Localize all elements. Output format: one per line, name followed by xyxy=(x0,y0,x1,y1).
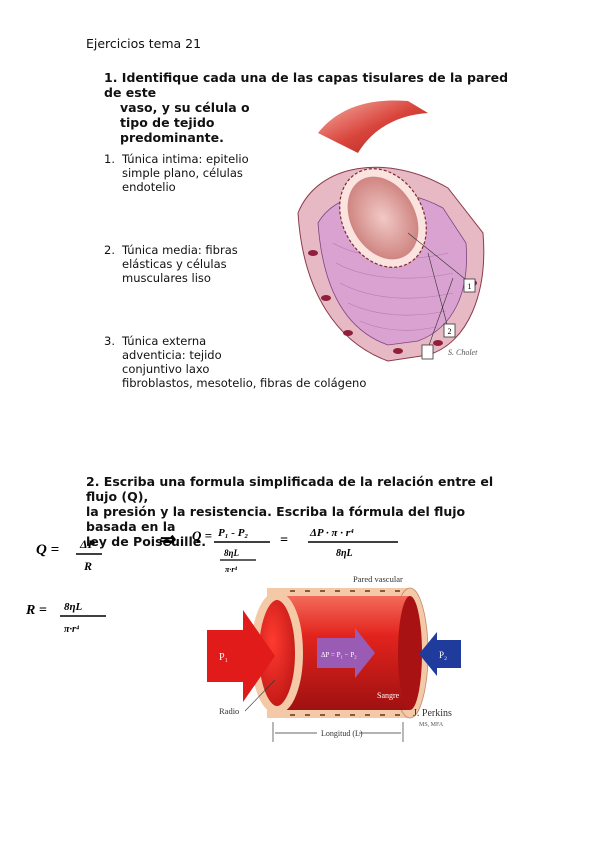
answer-item-3: 3. Túnica externa adventicia: tejido con… xyxy=(104,334,384,394)
hw-arrow: ⇒ xyxy=(158,529,176,551)
hw-q2-rhs-den: 8ηL xyxy=(336,548,353,559)
answer-item-1: 1. Túnica intima: epitelio simple plano,… xyxy=(104,152,274,196)
p2-label: P₂ xyxy=(439,650,447,660)
length-dimension xyxy=(272,722,404,742)
answer-3-text: Túnica externa adventicia: tejido conjun… xyxy=(122,334,367,390)
question-1-line4: predominante. xyxy=(120,130,224,145)
illustrator-signature: S. Cholet xyxy=(448,348,478,357)
vessel-wall-illustration: 1 2 3 S. Cholet xyxy=(297,100,485,362)
answer-2-number: 2. xyxy=(104,243,115,257)
hw-q2-rhs-num: ΔP · π · r⁴ xyxy=(309,527,354,539)
question-1: 1. Identifique cada una de las capas tis… xyxy=(104,70,524,145)
hw-r-den: π·r⁴ xyxy=(64,624,80,635)
hw-q2-lhs: Q = xyxy=(192,528,212,543)
hw-r-num: 8ηL xyxy=(64,601,83,613)
label-box-1: 1 xyxy=(463,278,476,293)
question-2-line1: 2. Escriba una formula simplificada de l… xyxy=(86,474,494,504)
answer-2-text: Túnica media: fibras elásticas y células… xyxy=(122,243,238,285)
hw-q-num: ΔP xyxy=(79,537,96,551)
p1-arrow xyxy=(207,610,275,702)
p1-label: P₁ xyxy=(219,652,228,663)
p2-arrow xyxy=(419,632,461,676)
author-sub-label: MS, MFA xyxy=(419,722,444,728)
hw-q-lhs: Q = xyxy=(36,542,59,558)
pared-vascular-label: Pared vascular xyxy=(353,574,403,584)
hw-q-den: R xyxy=(83,559,92,573)
question-1-line3: tipo de tejido xyxy=(120,115,215,130)
question-1-line2: vaso, y su célula o xyxy=(120,100,250,115)
page-title: Ejercicios tema 21 xyxy=(86,36,202,51)
svg-text:3: 3 xyxy=(426,348,430,357)
question-1-line1: 1. Identifique cada una de las capas tis… xyxy=(104,70,509,100)
delta-p-arrow xyxy=(317,628,375,678)
label-box-3: 3 xyxy=(421,344,434,360)
answer-1-number: 1. xyxy=(104,152,115,166)
label-box-2: 2 xyxy=(443,323,456,338)
hw-q2-mid-num: 8ηL xyxy=(224,548,239,558)
poiseuille-figure: P₁ ΔP = P₁ − P₂ P₂ Pared vascular Sangre… xyxy=(207,574,461,742)
blood-cylinder-end xyxy=(398,596,422,710)
radio-label: Radio xyxy=(219,706,239,716)
longitud-label: Longitud (L) xyxy=(321,729,363,738)
vessel-tube-back xyxy=(318,100,428,153)
question-2: 2. Escriba una formula simplificada de l… xyxy=(86,474,516,549)
lumen xyxy=(347,176,419,260)
hw-r-lhs: R = xyxy=(25,603,47,618)
wall-cells xyxy=(290,590,400,716)
leader-lines xyxy=(407,232,471,349)
delta-p-label: ΔP = P₁ − P₂ xyxy=(321,651,357,659)
sangre-label: Sangre xyxy=(377,691,400,700)
question-2-line2: la presión y la resistencia. Escriba la … xyxy=(86,504,466,534)
handwritten-formulas: Q = ΔP R ⇒ Q = P₁ - P₂ 8ηL π·r⁴ = ΔP · π… xyxy=(25,527,398,635)
question-2-line3: ley de Poiseuille. xyxy=(86,534,206,549)
author-label: J. Perkins xyxy=(413,708,452,719)
answer-3-number: 3. xyxy=(104,334,115,348)
svg-text:2: 2 xyxy=(448,327,452,336)
answer-item-2: 2. Túnica media: fibras elásticas y célu… xyxy=(104,243,274,287)
svg-text:1: 1 xyxy=(468,282,472,291)
answer-1-text: Túnica intima: epitelio simple plano, cé… xyxy=(122,152,249,194)
hw-equals: = xyxy=(280,533,288,548)
hw-q2-mid-den: π·r⁴ xyxy=(225,565,237,574)
hw-q2-num: P₁ - P₂ xyxy=(218,527,248,539)
